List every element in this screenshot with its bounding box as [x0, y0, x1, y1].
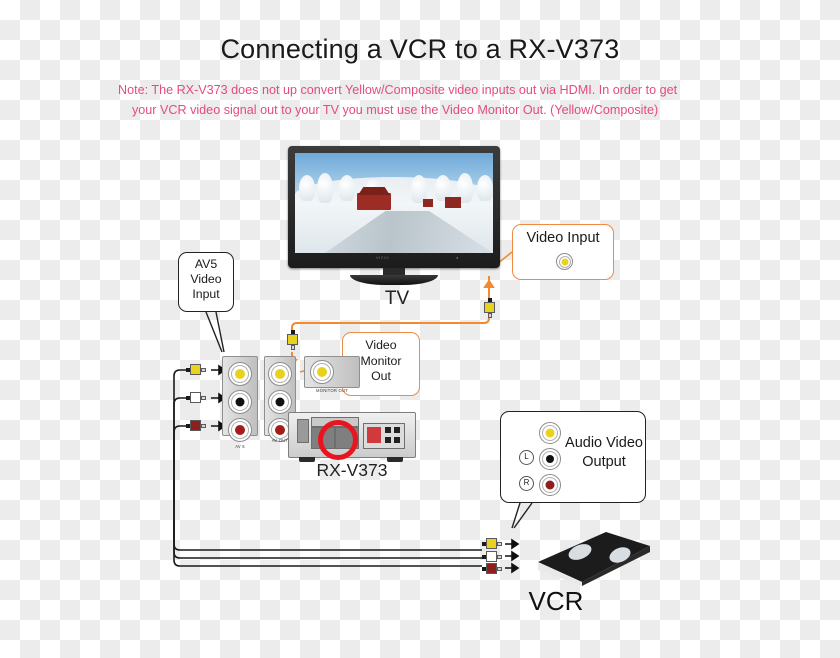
- plug-av5-audio-right: [186, 420, 206, 431]
- note-line-2: your VCR video signal out to your TV you…: [132, 103, 659, 117]
- vcr-device: [528, 530, 652, 588]
- callout-audio-video-output: L R Audio Video Output: [500, 411, 646, 503]
- plug-av5-audio-left: [186, 392, 206, 403]
- callout-av5-line-3: Input: [192, 287, 220, 301]
- tv-bezel: VIZIO ●: [288, 146, 500, 268]
- jack-avout-video[interactable]: [268, 362, 292, 386]
- jack-label-right: R: [519, 476, 534, 491]
- callout-avout-line-1: Audio Video: [565, 435, 643, 451]
- tv-label: TV: [384, 288, 410, 309]
- jack-avout-audio-left[interactable]: [268, 390, 292, 414]
- note-line-1: Note: The RX-V373 does not up convert Ye…: [118, 83, 678, 97]
- jack-label-left: L: [519, 450, 534, 465]
- callout-vmo-line-2: Monitor: [360, 353, 402, 368]
- rca-jack-icon-yellow: [556, 253, 573, 270]
- callout-av5-video-input: AV5 Video Input: [178, 252, 234, 312]
- rca-jack-icon-audio-left: [539, 448, 561, 470]
- callout-av5-line-1: AV5: [194, 257, 218, 271]
- rca-jack-icon-audio-right: [539, 474, 561, 496]
- page-title: Connecting a VCR to a RX-V373: [220, 34, 620, 64]
- rca-jack-icon-video-yellow: [539, 422, 561, 444]
- callout-vmo-line-1: Video: [365, 338, 397, 352]
- panel-label-av-out: AV OUT: [271, 438, 289, 443]
- tv-screen: [295, 153, 493, 253]
- panel-label-av5: AV 5: [235, 444, 245, 449]
- callout-video-monitor-out: Video Monitor Out: [342, 332, 420, 396]
- note-text: Note: The RX-V373 does not up convert Ye…: [118, 80, 722, 120]
- callout-av5-line-2: Video: [190, 272, 222, 286]
- receiver-label: RX-V373: [316, 460, 388, 480]
- jack-monitor-out[interactable]: [310, 360, 334, 384]
- callout-video-input-label: Video Input: [526, 230, 600, 246]
- callout-video-input: Video Input: [512, 224, 614, 280]
- callout-avout-line-2: Output: [582, 454, 626, 470]
- plug-monitor-out: [287, 330, 298, 350]
- tv-video-input-plug: [484, 298, 495, 318]
- panel-label-monitor-out: MONITOR OUT: [316, 388, 348, 393]
- callout-vmo-line-3: Out: [371, 369, 391, 383]
- highlight-circle: [318, 420, 358, 460]
- jack-av5-audio-right[interactable]: [228, 418, 252, 442]
- jack-av5-video[interactable]: [228, 362, 252, 386]
- plug-vcr-video: [482, 538, 502, 549]
- plug-vcr-audio-right: [482, 563, 502, 574]
- plug-av5-video: [186, 364, 206, 375]
- jack-av5-audio-left[interactable]: [228, 390, 252, 414]
- vcr-label: VCR: [528, 586, 584, 616]
- tv-device: VIZIO ●: [288, 146, 500, 292]
- plug-vcr-audio-left: [482, 551, 502, 562]
